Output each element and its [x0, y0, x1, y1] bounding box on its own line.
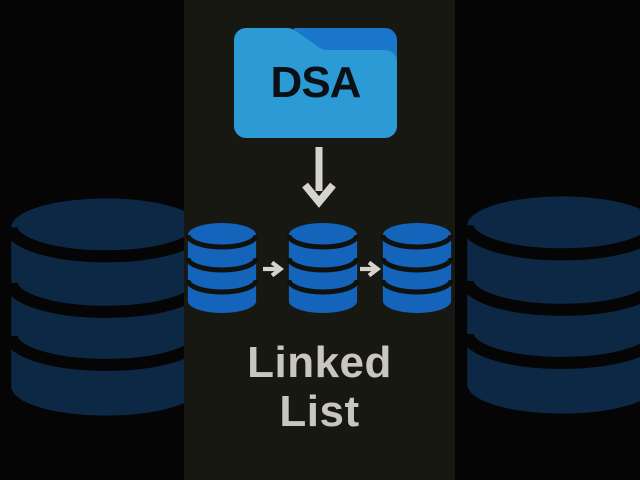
folder-label: DSA [270, 58, 362, 107]
database-icon [288, 223, 358, 313]
database-icon [187, 223, 257, 313]
database-icon-large [11, 198, 184, 416]
right-arrow-icon [360, 260, 381, 278]
title-line1: Linked [247, 338, 392, 387]
folder-icon [234, 28, 397, 138]
title-line2: List [279, 387, 360, 436]
right-arrow-icon [263, 260, 284, 278]
database-icon [382, 223, 452, 313]
video-content: DSA Linked List [184, 0, 455, 480]
letterbox-right [455, 0, 640, 480]
dsa-folder: DSA [234, 28, 397, 138]
video-title: Linked List [184, 338, 455, 436]
database-icon-large [467, 196, 640, 414]
letterbox-left [0, 0, 184, 480]
down-arrow-icon [302, 147, 336, 208]
